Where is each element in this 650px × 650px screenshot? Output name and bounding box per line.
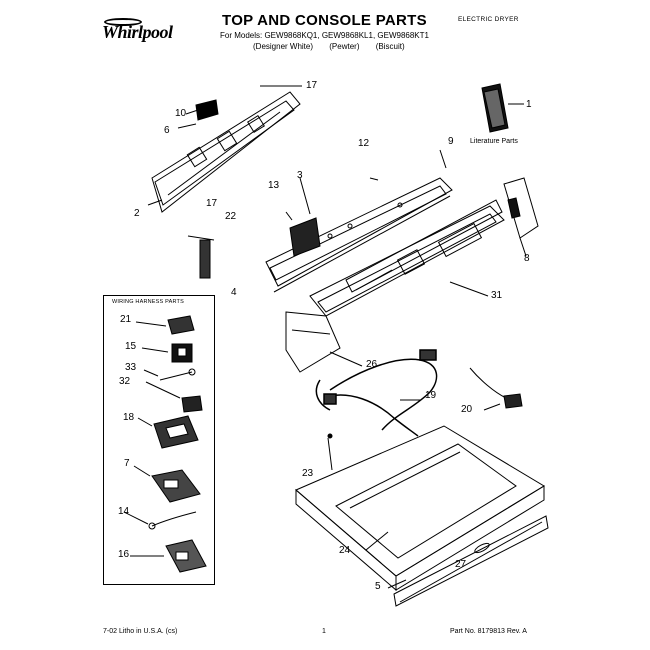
part-label-32: 32 <box>119 376 131 387</box>
kit-part-32 <box>181 395 203 413</box>
power-cord <box>469 367 523 409</box>
kit-part-14 <box>148 511 197 530</box>
kit-part-7 <box>151 469 201 503</box>
part-label-33: 33 <box>125 362 137 373</box>
part-label-2: 2 <box>134 208 140 219</box>
part-label-21: 21 <box>120 314 132 325</box>
front-trim <box>393 515 549 607</box>
brand-wordmark: Whirlpool <box>102 22 173 42</box>
page-title: TOP AND CONSOLE PARTS <box>222 12 427 29</box>
footer-page-number: 1 <box>322 628 326 635</box>
dryer-top <box>295 425 545 592</box>
kit-box-title: WIRING HARNESS PARTS <box>112 299 184 305</box>
part-label-27: 27 <box>455 559 467 570</box>
part-label-31: 31 <box>491 290 503 301</box>
variant-3: (Biscuit) <box>375 42 405 51</box>
color-variants: (Designer White) (Pewter) (Biscuit) <box>253 42 419 51</box>
variant-2: (Pewter) <box>329 42 360 51</box>
part-label-1: 1 <box>526 99 532 110</box>
brand-logo: Whirlpool <box>100 18 190 46</box>
footer-part-number: Part No. 8179813 Rev. A <box>450 628 527 635</box>
part-label-23: 23 <box>302 468 314 479</box>
kit-part-15 <box>171 343 193 363</box>
part-label-20: 20 <box>461 404 473 415</box>
part-label-19: 19 <box>425 390 437 401</box>
console-panel <box>265 177 453 293</box>
wiring-harness-kit-box <box>103 295 215 585</box>
kit-part-16 <box>165 539 207 573</box>
part-label-4: 4 <box>231 287 237 298</box>
part-label-5: 5 <box>375 581 381 592</box>
literature-booklet-icon <box>481 83 509 133</box>
footer-print-info: 7-02 Litho in U.S.A. (cs) <box>103 628 178 635</box>
console-cover <box>309 199 505 317</box>
product-type: ELECTRIC DRYER <box>458 16 519 23</box>
part-label-14: 14 <box>118 506 130 517</box>
part-label-10: 10 <box>175 108 187 119</box>
kit-part-21 <box>167 315 195 335</box>
bracket-part <box>187 235 215 279</box>
part-label-7: 7 <box>124 458 130 469</box>
end-cap-left <box>285 311 341 373</box>
part-label-13: 13 <box>268 180 280 191</box>
part-label-3: 3 <box>297 170 303 181</box>
part-label-15: 15 <box>125 341 137 352</box>
part-label-16: 16 <box>118 549 130 560</box>
literature-label: Literature Parts <box>470 138 518 145</box>
switch-part <box>289 217 321 257</box>
part-label-9: 9 <box>448 136 454 147</box>
part-label-12: 12 <box>358 138 370 149</box>
part-label-24: 24 <box>339 545 351 556</box>
variant-1: (Designer White) <box>253 42 314 51</box>
wiring-harness <box>315 349 438 437</box>
kit-part-18 <box>153 415 199 449</box>
part-label-17-bracket: 17 <box>206 198 218 209</box>
part-label-18: 18 <box>123 412 135 423</box>
models-line: For Models: GEW9868KQ1, GEW9868KL1, GEW9… <box>220 31 429 40</box>
end-cap <box>503 177 539 239</box>
kit-parts <box>123 315 207 573</box>
kit-part-33 <box>159 368 196 381</box>
logo-swoosh-icon <box>104 18 142 26</box>
part-label-8: 8 <box>524 253 530 264</box>
part-label-17-top: 17 <box>306 80 318 91</box>
part-label-26: 26 <box>366 359 378 370</box>
part-label-22: 22 <box>225 211 237 222</box>
part-label-6: 6 <box>164 125 170 136</box>
